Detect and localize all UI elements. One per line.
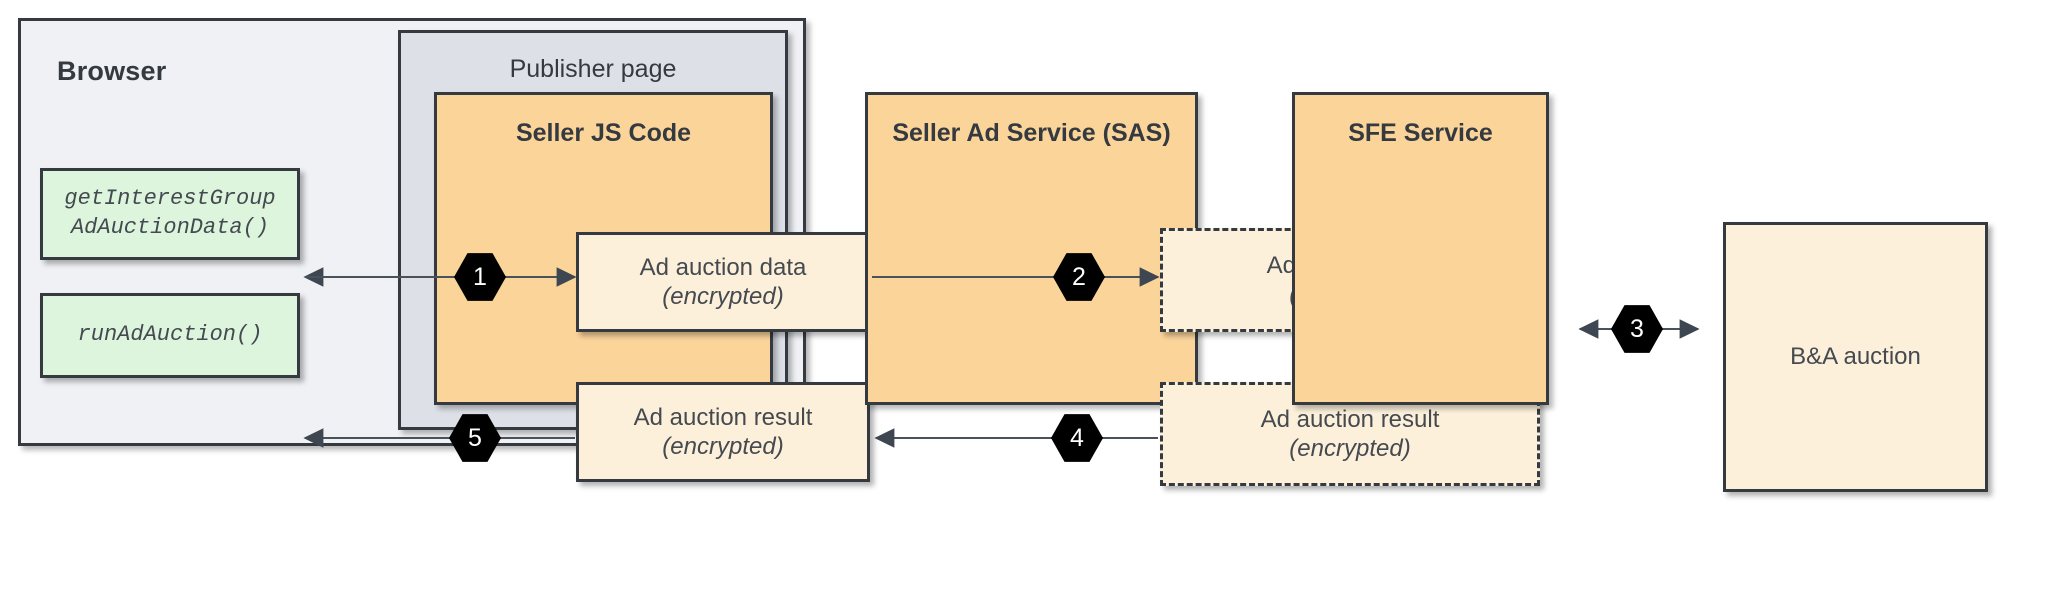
sfe-service-label: SFE Service: [1348, 119, 1493, 147]
payload-line-2: (encrypted): [662, 283, 784, 310]
seller-js-code-label: Seller JS Code: [515, 119, 692, 147]
payload-line-1: Ad auction result: [633, 403, 813, 431]
seller-js-ad-auction-result: Ad auction result (encrypted): [576, 382, 870, 482]
browser-label: Browser: [57, 56, 167, 86]
api-box-run-ad-auction: runAdAuction(): [40, 293, 300, 378]
step-number: 3: [1630, 314, 1644, 343]
step-4-marker: 4: [1051, 412, 1103, 464]
seller-ad-service-container: Seller Ad Service (SAS): [865, 92, 1198, 405]
payload-line-2: (encrypted): [662, 433, 784, 460]
api-box-get-interest-group-ad-auction-data: getInterestGroup AdAuctionData(): [40, 168, 300, 260]
seller-ad-service-label: Seller Ad Service (SAS): [892, 119, 1171, 147]
step-3-marker: 3: [1611, 303, 1663, 355]
seller-js-ad-auction-data: Ad auction data (encrypted): [576, 232, 870, 332]
payload-line-1: Ad auction result: [1260, 405, 1440, 433]
publisher-page-label: Publisher page: [509, 55, 677, 83]
api-label: runAdAuction(): [77, 322, 263, 348]
sfe-service-container: SFE Service: [1292, 92, 1549, 405]
step-number: 4: [1070, 423, 1084, 452]
sfe-bna-auction: B&A auction: [1723, 222, 1988, 492]
payload-line-1: Ad auction data: [639, 253, 807, 281]
step-number: 1: [473, 262, 487, 291]
api-label: getInterestGroup AdAuctionData(): [64, 186, 276, 240]
payload-line-1: B&A auction: [1790, 343, 1921, 371]
step-1-marker: 1: [454, 251, 506, 303]
payload-line-2: (encrypted): [1289, 435, 1411, 462]
step-5-marker: 5: [449, 412, 501, 464]
step-2-marker: 2: [1053, 251, 1105, 303]
step-number: 5: [468, 423, 482, 452]
step-number: 2: [1072, 262, 1086, 291]
